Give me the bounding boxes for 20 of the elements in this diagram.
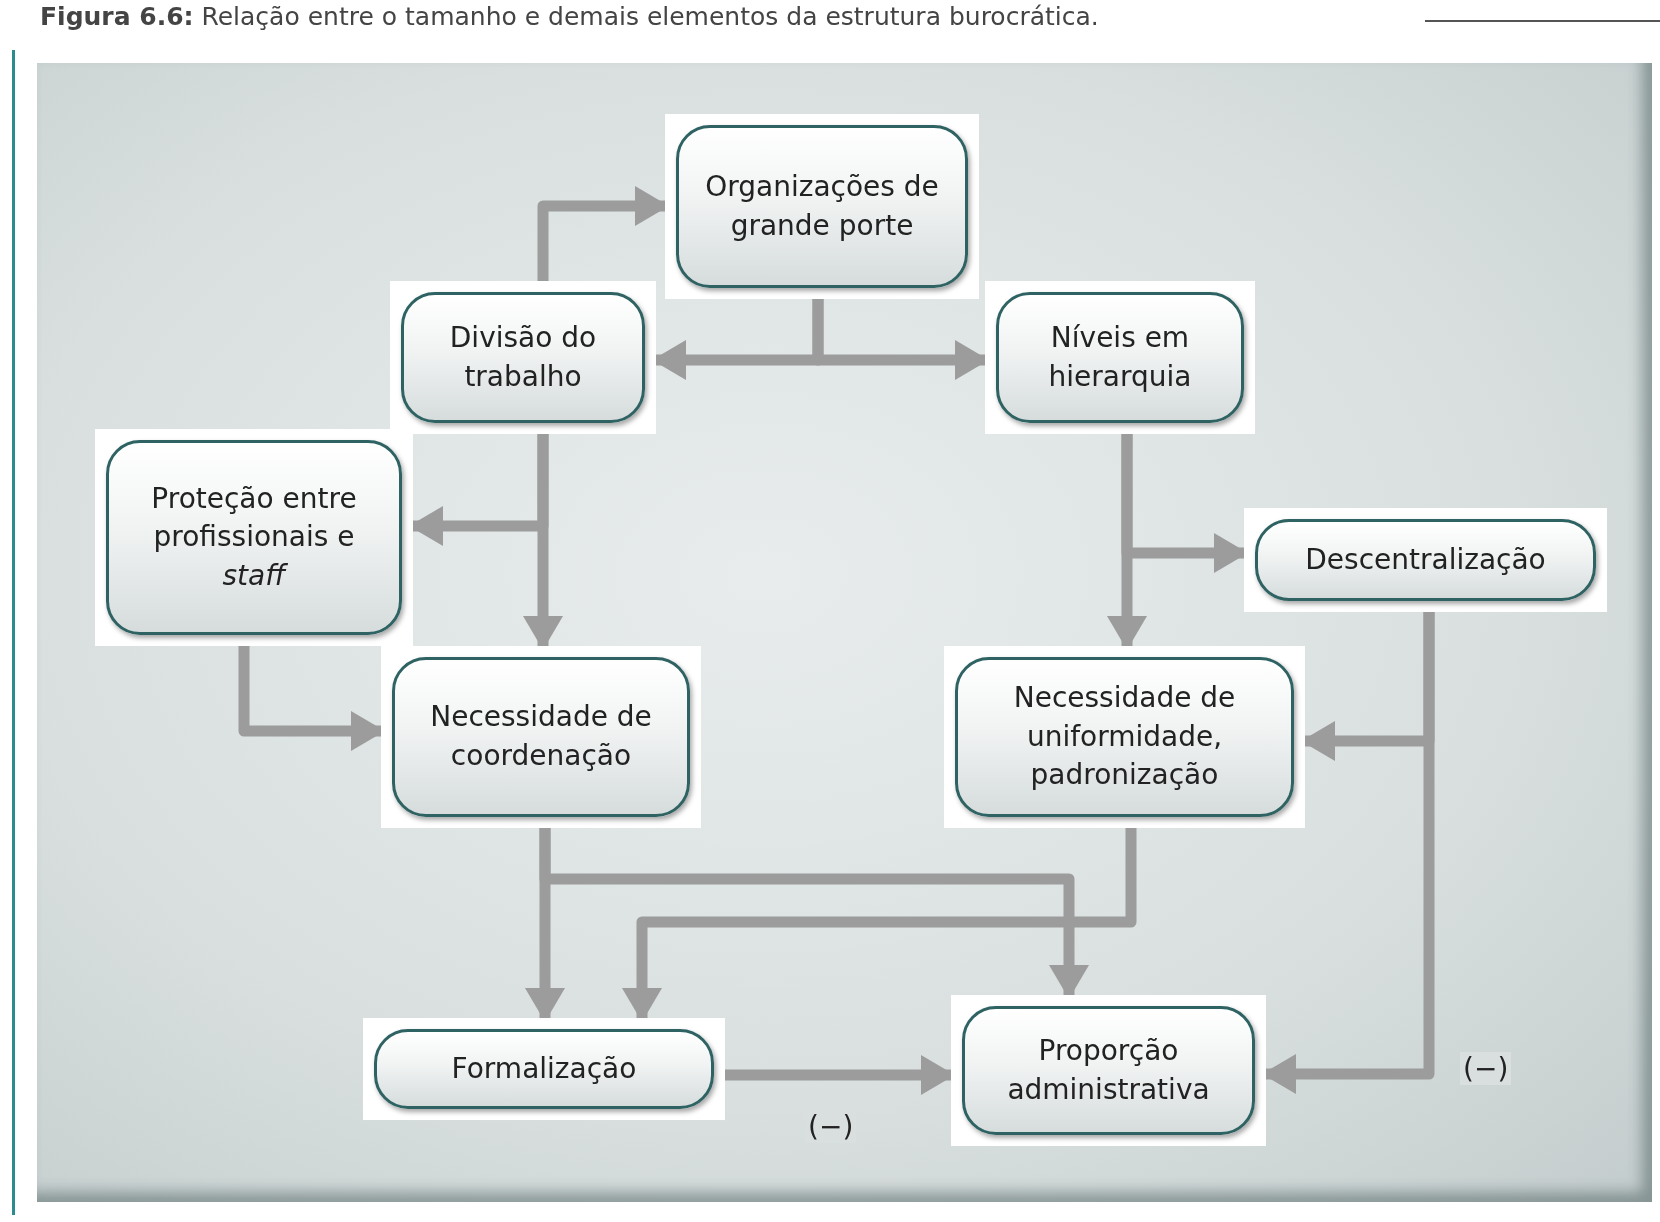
process-box: Necessidade de uniformidade, padronização: [955, 657, 1294, 817]
box-backing: [363, 1018, 725, 1120]
box-backing: [381, 646, 701, 828]
process-box: Proporção administrativa: [962, 1006, 1255, 1135]
process-box: Divisão do trabalho: [401, 292, 645, 423]
box-backing: [665, 114, 979, 299]
process-box: Níveis em hierarquia: [996, 292, 1244, 423]
box-backing: [95, 429, 413, 646]
process-box: Formalização: [374, 1029, 714, 1109]
edge-label: (−): [1460, 1052, 1512, 1085]
box-backing: [944, 646, 1305, 828]
process-box: Organizações de grande porte: [676, 125, 968, 288]
box-backing: [951, 995, 1266, 1146]
process-box: Descentralização: [1255, 519, 1596, 601]
figure-title: Figura 6.6: Relação entre o tamanho e demais elementos da estrutura burocrática.: [40, 2, 1099, 31]
box-backing: [1244, 508, 1607, 612]
box-backing: [985, 281, 1255, 434]
process-box: Proteção entre profissionais e staff: [106, 440, 402, 635]
box-backing: [390, 281, 656, 434]
process-box: Necessidade de coordenação: [392, 657, 690, 817]
